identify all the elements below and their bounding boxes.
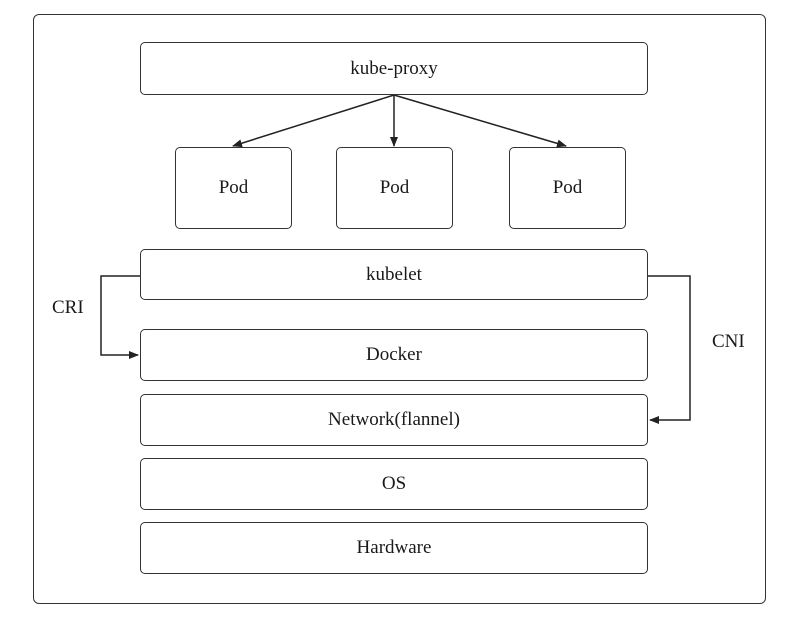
kube-proxy-label: kube-proxy [350,57,438,79]
pod-label: Pod [218,177,249,198]
kubelet-box: kubelet [140,249,648,300]
cni-label: CNI [712,331,745,352]
network-box: Network(flannel) [140,394,648,446]
cri-label: CRI [52,297,84,318]
pod-box-left: Pod [175,147,292,229]
kube-proxy-box: kube-proxy [140,42,648,95]
pod-box-center: Pod [336,147,453,229]
diagram-frame [33,14,766,604]
os-box: OS [140,458,648,510]
pod-box-right: Pod [509,147,626,229]
hardware-label: Hardware [356,537,432,558]
docker-box: Docker [140,329,648,381]
pod-label: Pod [379,177,410,198]
os-label: OS [381,473,407,494]
kubelet-label: kubelet [366,263,422,285]
pod-label: Pod [552,177,583,198]
hardware-box: Hardware [140,522,648,574]
docker-label: Docker [366,344,422,365]
network-label: Network(flannel) [328,409,460,430]
